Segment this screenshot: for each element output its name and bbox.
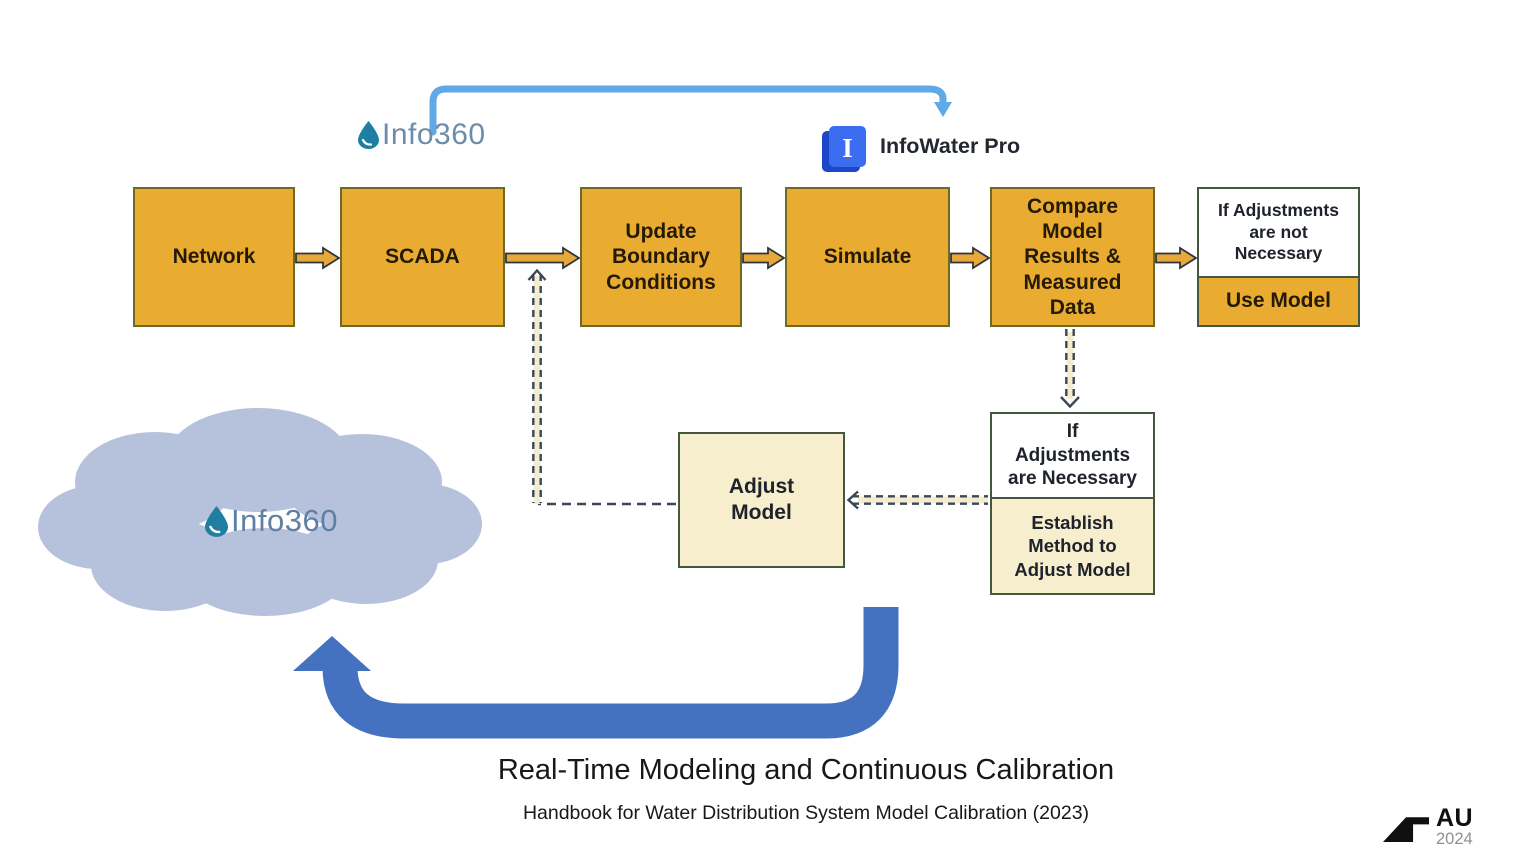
infowater-pro-icon: I (822, 126, 866, 172)
au-2024-logo: AU 2024 (1383, 806, 1473, 848)
use-model-label: Use Model (1199, 276, 1358, 325)
flow-box-simulate: Simulate (785, 187, 950, 327)
flow-arrow-4 (950, 246, 991, 270)
dashed-adjust-to-scada (527, 268, 676, 506)
water-droplet-icon (358, 121, 379, 149)
dashed-establish-to-adjust (846, 490, 988, 510)
autodesk-logo-icon (1383, 817, 1429, 842)
cloud-shape (38, 408, 482, 616)
infowater-pro-label: InfoWater Pro (880, 134, 1021, 158)
flow-arrows (295, 246, 1198, 270)
info360-logo-cloud: Info360 (205, 503, 338, 539)
info360-wordmark: Info360 (231, 503, 338, 538)
decision-box-not-necessary: If Adjustments are not Necessary Use Mod… (1197, 187, 1360, 327)
svg-text:I: I (842, 133, 853, 163)
loop-to-cloud-arrow (293, 607, 899, 739)
flow-arrow-5 (1155, 246, 1198, 270)
flow-box-scada: SCADA (340, 187, 505, 327)
au-label: AU (1436, 804, 1474, 832)
flow-arrow-2 (505, 246, 581, 270)
decision-box-necessary: If Adjustments are Necessary Establish M… (990, 412, 1155, 595)
slide-subtitle: Handbook for Water Distribution System M… (522, 802, 1090, 824)
info360-logo-top: Info360 (358, 118, 486, 152)
establish-method-label: Establish Method to Adjust Model (992, 497, 1153, 593)
flow-box-update-boundary: Update Boundary Conditions (580, 187, 742, 327)
adjust-model-box: Adjust Model (678, 432, 845, 568)
flow-arrow-3 (742, 246, 786, 270)
water-droplet-icon (205, 505, 228, 537)
slide-title: Real-Time Modeling and Continuous Calibr… (497, 754, 1115, 786)
necessary-label: If Adjustments are Necessary (1008, 420, 1137, 490)
info360-wordmark: Info360 (382, 118, 486, 151)
flow-box-network: Network (133, 187, 295, 327)
not-necessary-label: If Adjustments are not Necessary (1218, 199, 1339, 264)
info360-to-infowater-arc-arrow (429, 85, 952, 136)
flow-box-compare: Compare Model Results & Measured Data (990, 187, 1155, 327)
flow-arrow-1 (295, 246, 341, 270)
dashed-compare-to-necessary (1060, 329, 1080, 409)
au-year: 2024 (1436, 830, 1473, 848)
